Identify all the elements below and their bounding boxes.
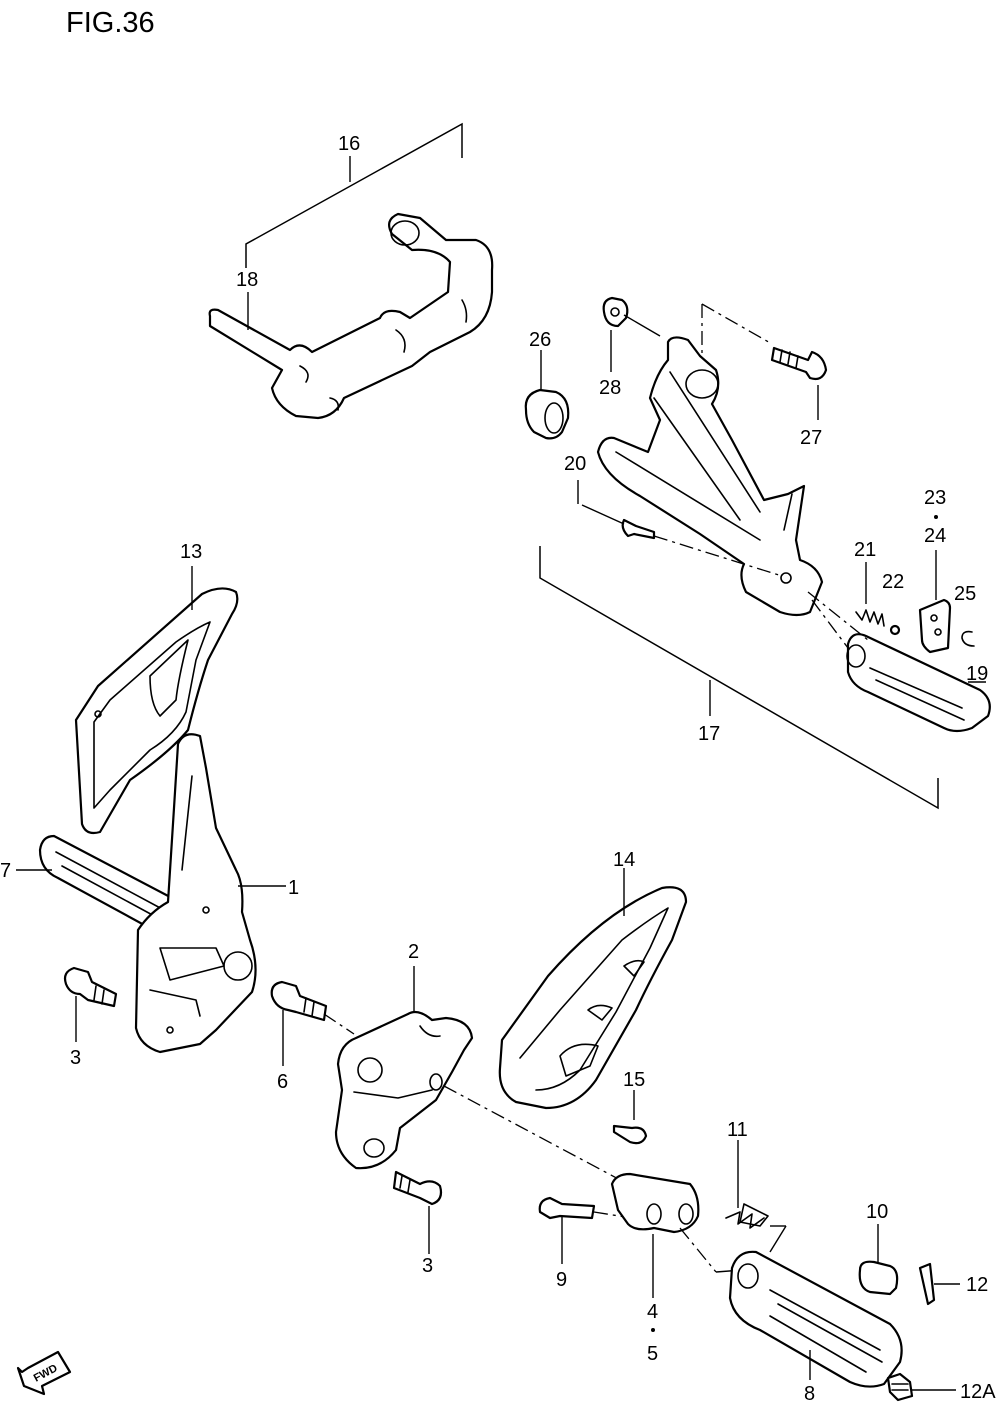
part-14-heel-guard <box>498 886 688 1110</box>
part-26-bush <box>524 388 570 440</box>
bracket-17 <box>539 546 939 810</box>
callout-27: 27 <box>800 427 822 449</box>
part-25-clip <box>961 630 975 647</box>
callout-9: 9 <box>556 1269 567 1291</box>
callout-3a: 3 <box>70 1047 81 1069</box>
part-10-spacer <box>858 1260 899 1296</box>
callout-26: 26 <box>529 329 551 351</box>
callout-17: 17 <box>698 723 720 745</box>
part-3-bolt-left <box>63 966 118 1008</box>
callout-5: 5 <box>647 1343 658 1365</box>
callout-28: 28 <box>599 377 621 399</box>
callout-4: 4 <box>647 1301 658 1323</box>
callout-12a: 12A <box>960 1381 996 1403</box>
part-4-holder <box>610 1172 700 1234</box>
callout-7: 7 <box>0 860 11 882</box>
callout-22: 22 <box>882 571 904 593</box>
part-21-spring <box>855 609 885 627</box>
part-9-pin <box>538 1196 596 1220</box>
part-20-pin <box>621 518 656 540</box>
bracket-16 <box>245 122 463 268</box>
callout-19: 19 <box>966 663 988 685</box>
part-2-bracket <box>334 1010 474 1170</box>
part-6-bolt <box>270 980 328 1022</box>
callout-13: 13 <box>180 541 202 563</box>
part-17-rear-bracket <box>596 336 824 617</box>
part-8-footpeg <box>728 1250 903 1388</box>
callout-3b: 3 <box>422 1255 433 1277</box>
callout-24: 24 <box>924 525 946 547</box>
callout-20: 20 <box>564 453 586 475</box>
part-11-spring <box>725 1203 769 1229</box>
callout-10: 10 <box>866 1201 888 1223</box>
callout-15: 15 <box>623 1069 645 1091</box>
part-24-plate <box>918 598 952 654</box>
callout-8: 8 <box>804 1383 815 1405</box>
part-13-heel-guard <box>74 587 239 835</box>
callout-25: 25 <box>954 583 976 605</box>
part-27-bolt <box>770 346 828 381</box>
part-12a-fitting <box>886 1372 914 1402</box>
callout-1: 1 <box>288 877 299 899</box>
callout-21: 21 <box>854 539 876 561</box>
part-12-cotter-pin <box>918 1262 936 1306</box>
callout-14: 14 <box>613 849 635 871</box>
callout-23: 23 <box>924 487 946 509</box>
part-1-main-bracket <box>134 733 257 1054</box>
callout-2: 2 <box>408 941 419 963</box>
callout-11: 11 <box>727 1119 748 1141</box>
callout-6: 6 <box>277 1071 288 1093</box>
part-28-nut <box>602 296 629 328</box>
part-3-bolt-lower <box>392 1170 443 1206</box>
callout-18: 18 <box>236 269 258 291</box>
part-22-ball <box>889 624 901 636</box>
callout-16: 16 <box>338 133 360 155</box>
part-18-rear-bar <box>208 212 494 420</box>
part-15-screw <box>612 1124 648 1145</box>
fwd-arrow-icon: FWD <box>16 1350 72 1396</box>
figure-title: FIG.36 <box>66 7 155 39</box>
callout-12: 12 <box>966 1274 988 1296</box>
